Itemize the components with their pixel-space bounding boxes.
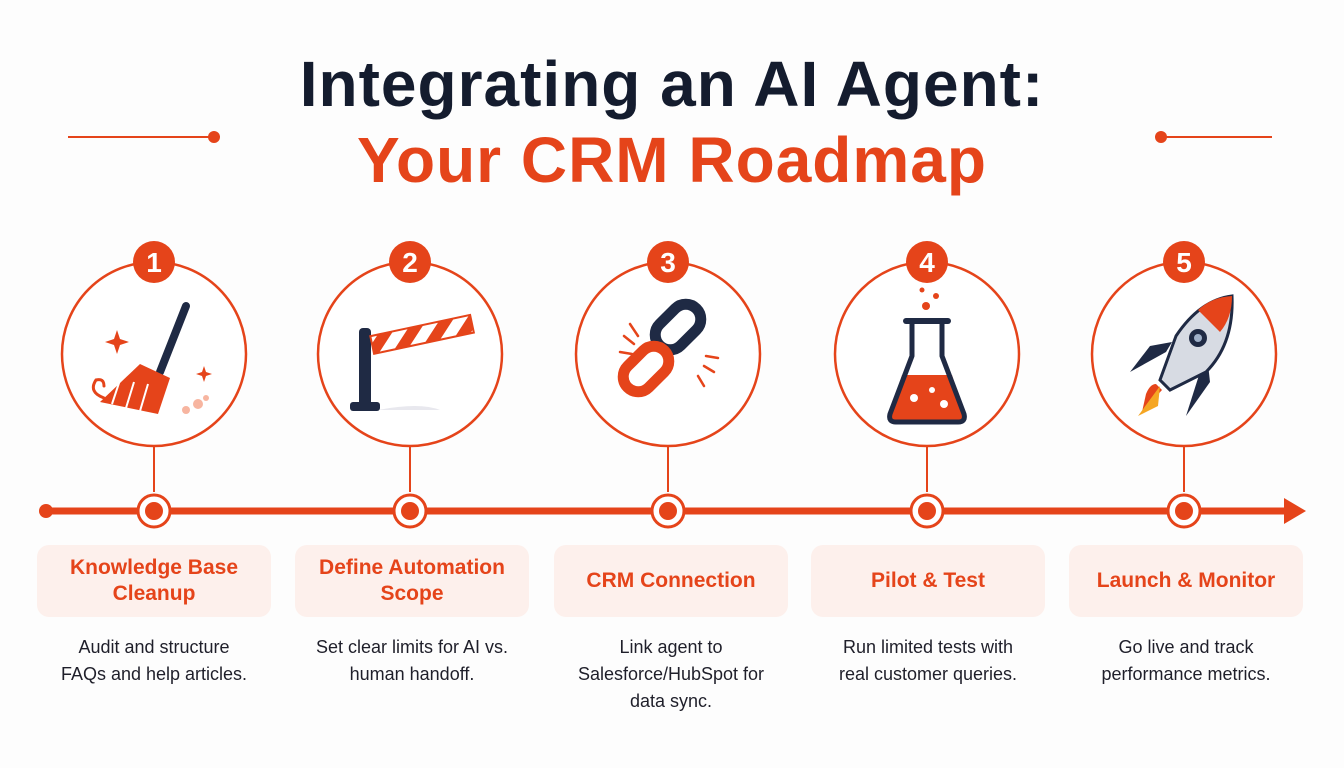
- step-3-description: Link agent to Salesforce/HubSpot for dat…: [577, 637, 765, 711]
- step-2-number-badge: [389, 241, 431, 283]
- page-title: Integrating an AI Agent:: [299, 48, 1045, 120]
- step-1-number-badge: [133, 241, 175, 283]
- step-3-card: CRM Connection: [554, 545, 788, 617]
- title-decoration-line-right: [1161, 136, 1272, 138]
- rocket-icon: [1130, 294, 1234, 416]
- step-3-graphic: 3: [574, 241, 762, 529]
- step-3-title: CRM Connection: [586, 569, 756, 592]
- step-1-title: Knowledge Base Cleanup: [69, 556, 239, 605]
- step-1-icon-circle: [60, 260, 248, 448]
- step-1-number: 1: [146, 247, 162, 278]
- step-4-number: 4: [919, 247, 935, 278]
- step-3-number: 3: [660, 247, 676, 278]
- title-decoration-dot-left: [208, 131, 220, 143]
- timeline-arrow-icon: [1284, 498, 1306, 524]
- barrier-gate-icon: [350, 313, 476, 411]
- step-2-title: Define Automation Scope: [319, 556, 505, 605]
- step-1-card: Knowledge Base Cleanup: [37, 545, 271, 617]
- title-area: Integrating an AI Agent: Your CRM Roadma…: [0, 0, 1344, 210]
- step-3-number-badge: [647, 241, 689, 283]
- title-decoration-line-left: [68, 136, 214, 138]
- step-4-card: Pilot & Test: [811, 545, 1045, 617]
- step-2-description: Set clear limits for AI vs. human handof…: [315, 637, 509, 684]
- step-2-icon-circle: [316, 260, 504, 448]
- step-4-title: Pilot & Test: [871, 569, 985, 592]
- broom-icon: [91, 302, 212, 414]
- step-2-graphic: 2: [316, 241, 504, 529]
- flask-icon: [887, 287, 967, 425]
- chain-link-icon: [617, 298, 720, 398]
- step-4-graphic: 4: [833, 241, 1021, 529]
- page-subtitle: Your CRM Roadmap: [357, 124, 987, 196]
- step-5-title: Launch & Monitor: [1096, 569, 1276, 592]
- step-5-card: Launch & Monitor: [1069, 545, 1303, 617]
- step-5-description: Go live and track performance metrics.: [1101, 637, 1271, 684]
- step-4-description: Run limited tests with real customer que…: [838, 637, 1018, 684]
- step-1-graphic: 1: [60, 241, 248, 529]
- step-2-number: 2: [402, 247, 418, 278]
- step-1-description: Audit and structure FAQs and help articl…: [60, 637, 248, 684]
- step-5-graphic: 5: [1090, 241, 1278, 529]
- step-5-number: 5: [1176, 247, 1192, 278]
- step-5-number-badge: [1163, 241, 1205, 283]
- step-4-number-badge: [906, 241, 948, 283]
- step-2-card: Define Automation Scope: [295, 545, 529, 617]
